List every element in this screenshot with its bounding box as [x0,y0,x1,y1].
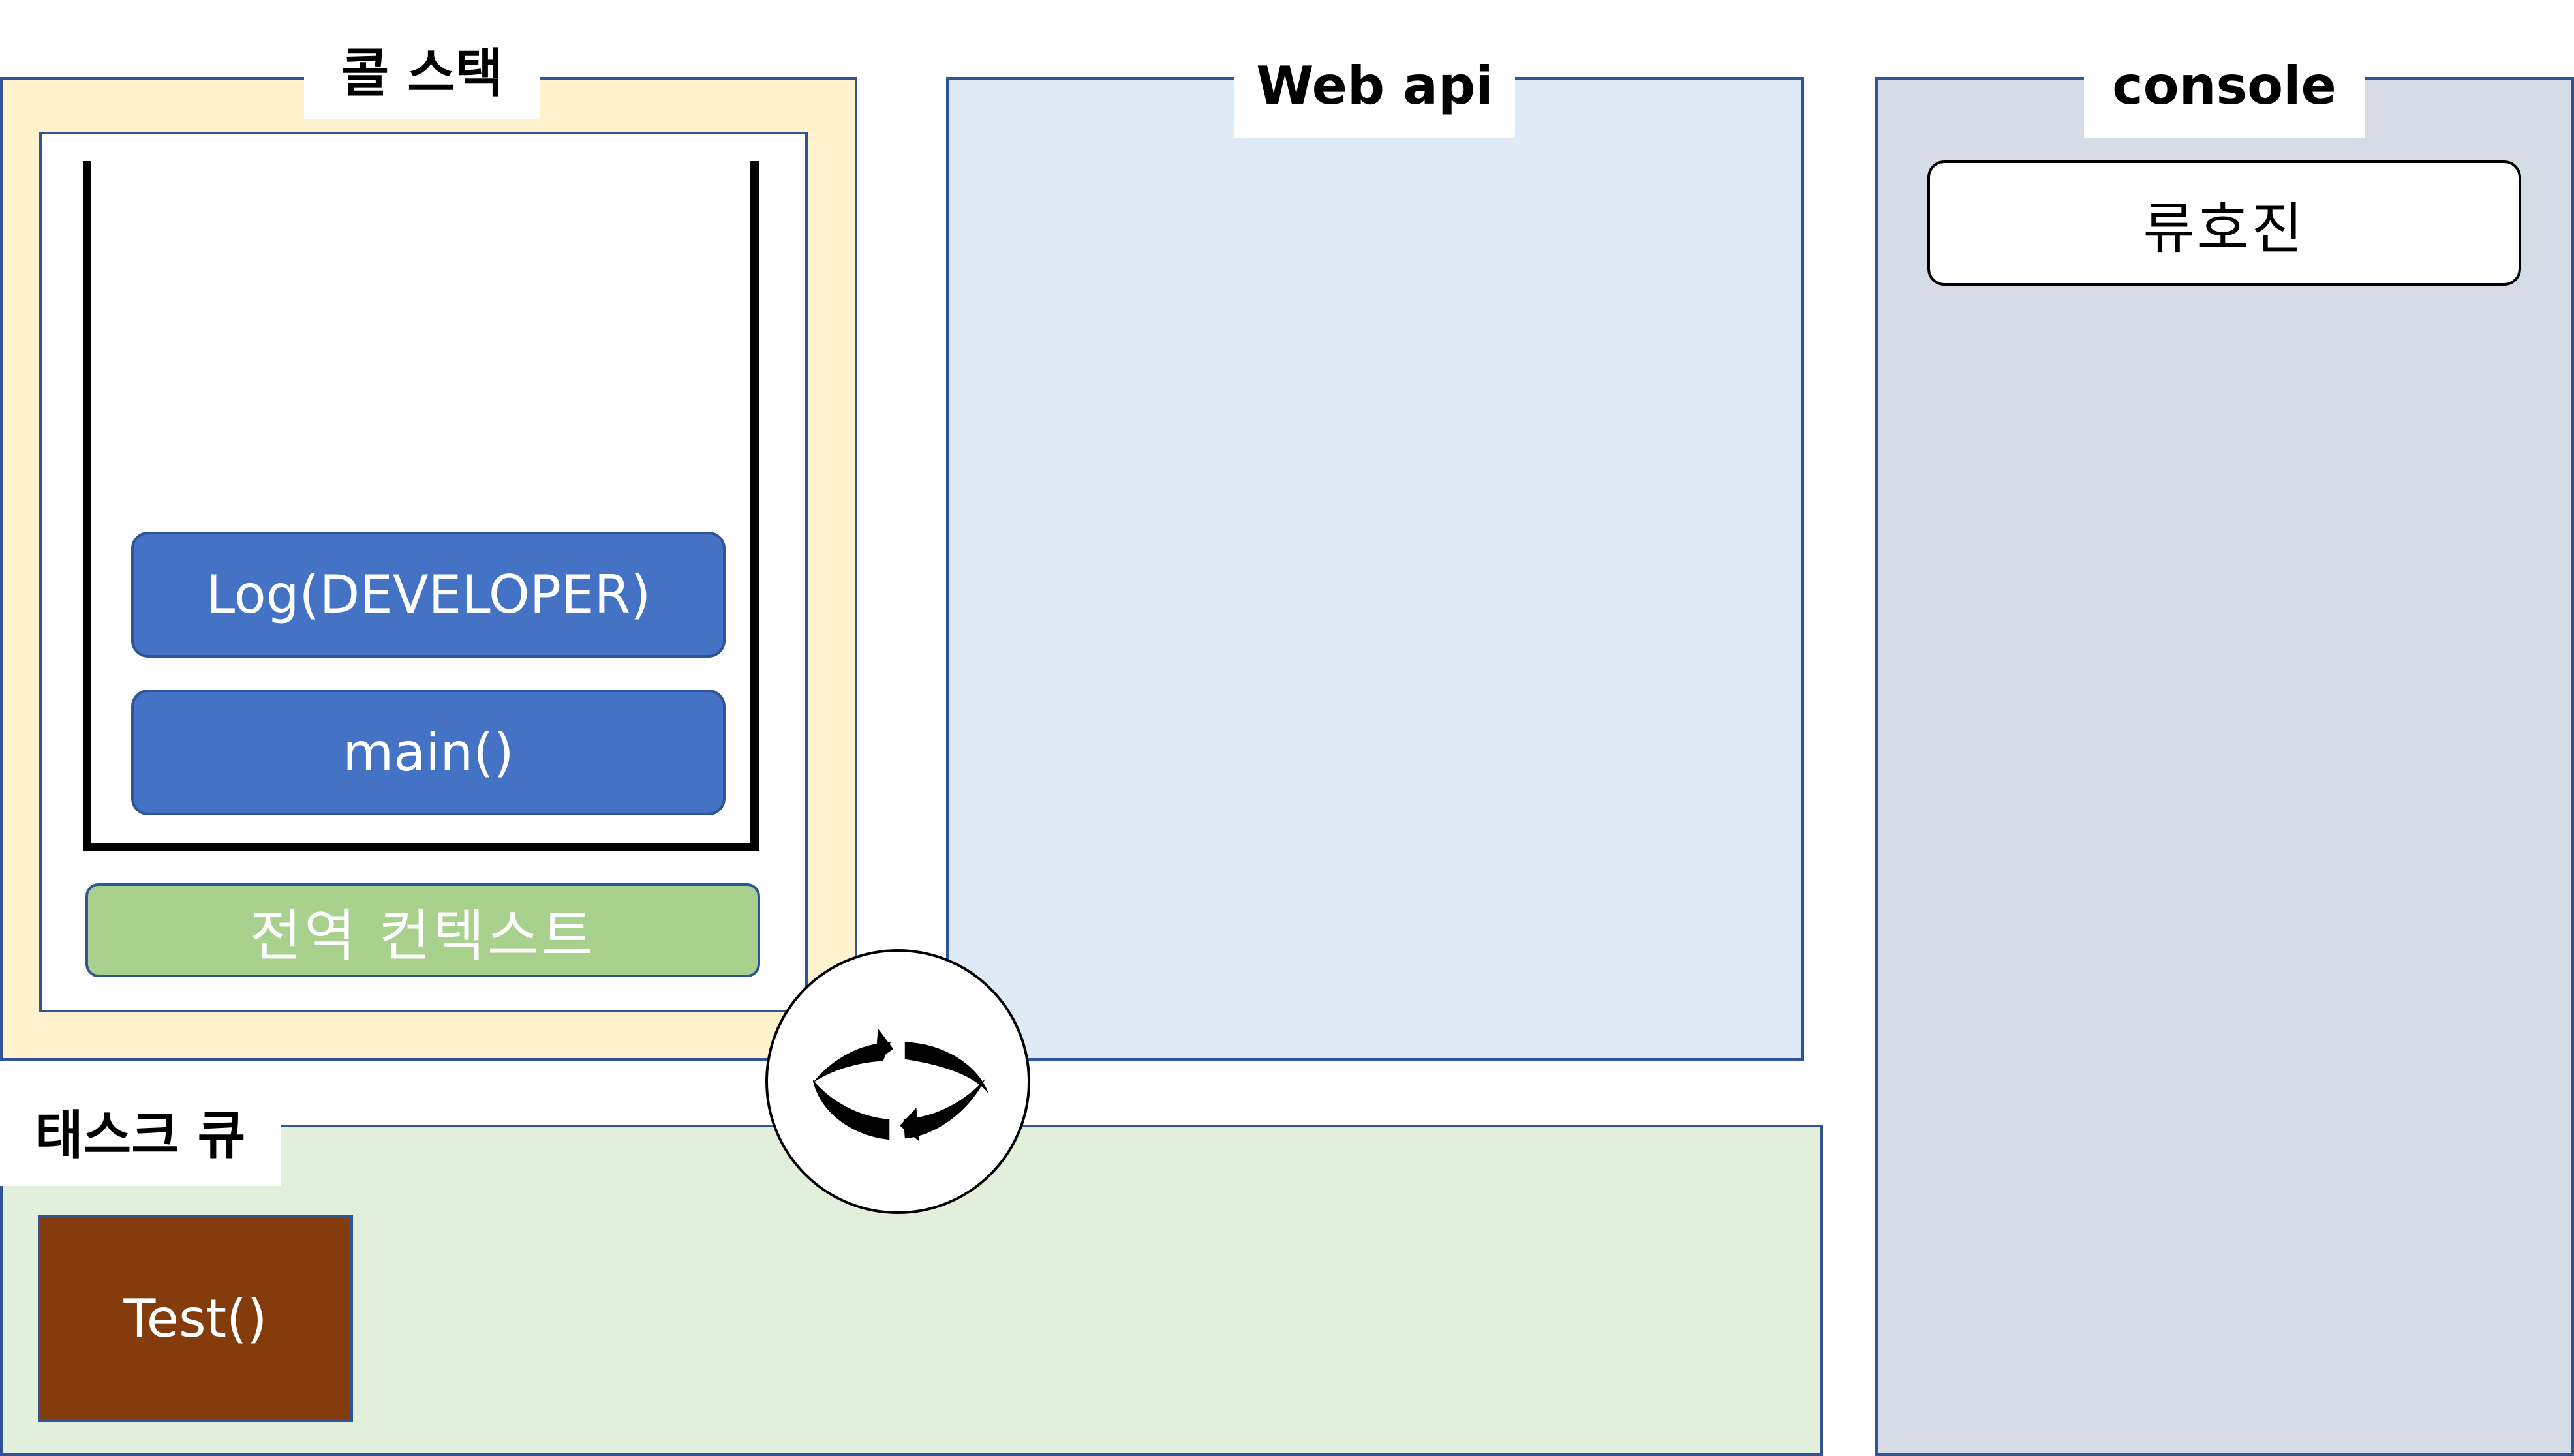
global-context: 전역 컨텍스트 [85,883,760,977]
event-loop [765,949,1030,1214]
task-queue-title: 태스크 큐 [0,1076,281,1186]
web-api-title: Web api [1234,33,1515,138]
console-panel [1875,77,2574,1456]
refresh-cycle-icon [812,1028,989,1142]
stack-container [83,161,759,851]
stack-frame-main: main() [131,690,726,815]
call-stack-title: 콜 스택 [304,20,540,119]
stack-frame-log: Log(DEVELOPER) [131,532,726,658]
console-output-entry: 류호진 [1927,160,2521,286]
web-api-panel [946,77,1804,1061]
console-title: console [2084,33,2365,138]
task-queue-item: Test() [38,1215,353,1422]
